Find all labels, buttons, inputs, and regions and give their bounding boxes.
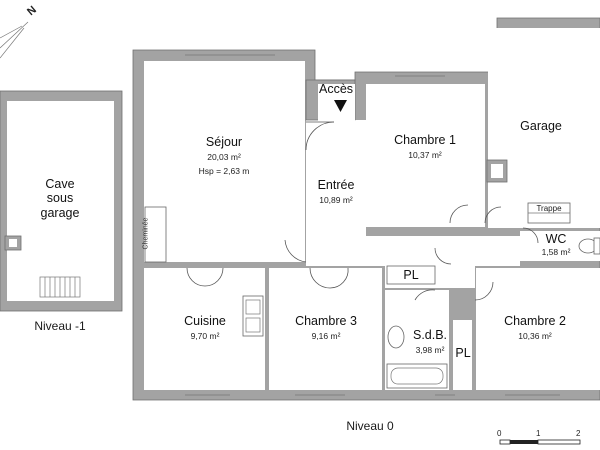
- room-area: 10,36 m²: [518, 331, 552, 342]
- room-area: 10,37 m²: [408, 150, 442, 161]
- room-chambre-2: Chambre 2 10,36 m²: [504, 314, 566, 342]
- placard-label: PL: [403, 268, 419, 282]
- room-name: S.d.B.: [412, 328, 448, 342]
- room-area: 9,16 m²: [311, 331, 341, 342]
- level-label-lower: Niveau -1: [34, 319, 86, 333]
- cave-line-1: Cave: [45, 177, 75, 191]
- fixtures: [144, 54, 600, 396]
- cave-line-3: garage: [40, 205, 80, 220]
- room-chambre-3: Chambre 3 9,16 m²: [295, 314, 357, 342]
- room-cuisine: Cuisine 9,70 m²: [184, 314, 226, 342]
- room-name: Chambre 1: [394, 133, 456, 147]
- compass-icon: [0, 21, 29, 59]
- room-garage: Garage: [520, 119, 562, 133]
- room-name: Garage: [520, 119, 562, 133]
- cave-line-2: sous: [46, 191, 74, 206]
- room-area: 1,58 m²: [541, 247, 571, 258]
- cheminee-label: Cheminée: [142, 217, 150, 250]
- room-area: 9,70 m²: [190, 331, 220, 342]
- room-area: 3,98 m²: [415, 345, 445, 356]
- level-label-ground: Niveau 0: [346, 419, 394, 433]
- scale-tick-1: 1: [536, 429, 541, 438]
- placard-label: PL: [455, 346, 471, 360]
- room-name: Chambre 2: [504, 314, 566, 328]
- cave-walls: [0, 90, 123, 312]
- room-wc: WC 1,58 m²: [542, 232, 571, 258]
- ceiling-height: Hsp = 2,63 m: [198, 166, 250, 177]
- room-sejour: Séjour 20,03 m² Hsp = 2,63 m: [199, 135, 250, 177]
- room-area: 10,89 m²: [319, 195, 353, 206]
- scale-tick-2: 2: [576, 429, 581, 438]
- scale-tick-0: 0: [497, 429, 502, 438]
- trappe-label: Trappe: [536, 204, 562, 213]
- room-name: Chambre 3: [295, 314, 357, 328]
- room-entree: Entrée 10,89 m²: [318, 178, 355, 206]
- room-name: Entrée: [317, 178, 355, 192]
- acces-label: Accès: [318, 82, 354, 96]
- room-chambre-1: Chambre 1 10,37 m²: [394, 133, 456, 161]
- room-name: Séjour: [205, 135, 243, 149]
- room-name: Cuisine: [184, 314, 226, 328]
- room-sdb: S.d.B. 3,98 m²: [413, 328, 447, 356]
- house-walls: [132, 17, 600, 401]
- doors: [186, 121, 539, 301]
- access-arrow-icon: [334, 100, 347, 112]
- scale-bar: [499, 439, 581, 445]
- room-area: 20,03 m²: [207, 152, 241, 163]
- cave-label: Cave sous garage: [41, 177, 80, 220]
- room-name: WC: [545, 232, 567, 246]
